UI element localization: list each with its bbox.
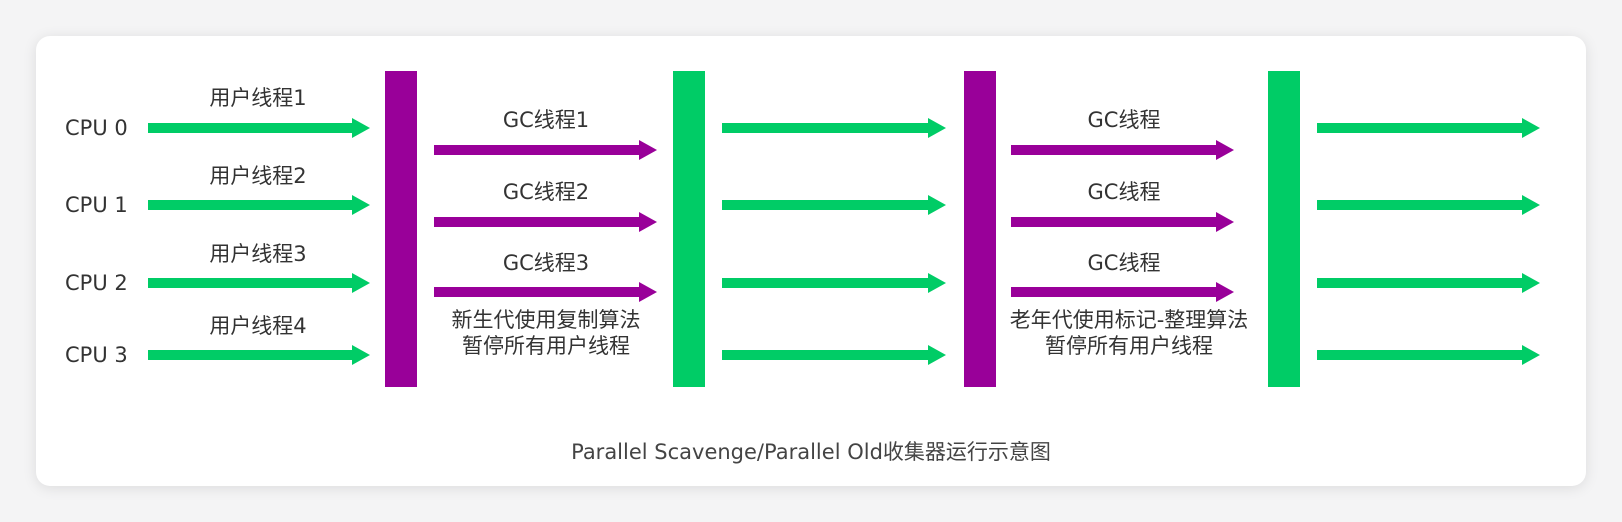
young-gc-pause-bar [385,71,417,387]
user-thread-arrow-head [928,345,946,365]
young-gc-thread-label: GC线程1 [502,108,590,132]
user-thread-arrow-head [1522,273,1540,293]
user-thread-arrow-head [352,345,370,365]
old-gc-thread-arrow-head [1216,140,1234,160]
user-thread-arrow-head [928,118,946,138]
old-gc-thread-arrow-head [1216,282,1234,302]
resume-bar-2 [1268,71,1300,387]
old-gc-pause-bar [964,71,996,387]
user-thread-arrow-head [1522,195,1540,215]
old-gc-note: 老年代使用标记-整理算法 暂停所有用户线程 [1009,308,1249,358]
old-gc-thread-label: GC线程 [1087,180,1161,204]
old-gc-thread-label: GC线程 [1087,108,1161,132]
user-thread-label: 用户线程4 [209,314,307,338]
user-thread-arrow-head [352,118,370,138]
diagram-caption: Parallel Scavenge/Parallel Old收集器运行示意图 [571,440,1051,464]
cpu-label: CPU 3 [65,343,128,367]
young-gc-note: 新生代使用复制算法 暂停所有用户线程 [451,308,641,358]
user-thread-arrow-head [352,273,370,293]
cpu-label: CPU 0 [65,116,128,140]
resume-bar-1 [673,71,705,387]
user-thread-label: 用户线程1 [209,86,307,110]
young-gc-thread-arrow-head [639,140,657,160]
user-thread-arrow-head [352,195,370,215]
young-gc-thread-arrow-head [639,282,657,302]
young-gc-thread-arrow-head [639,212,657,232]
user-thread-arrow-head [928,195,946,215]
user-thread-arrow-head [1522,118,1540,138]
user-thread-label: 用户线程3 [209,242,307,266]
user-thread-arrow-head [1522,345,1540,365]
old-gc-thread-label: GC线程 [1087,251,1161,275]
cpu-label: CPU 2 [65,271,128,295]
cpu-label: CPU 1 [65,193,128,217]
young-gc-thread-label: GC线程3 [502,251,590,275]
user-thread-arrow-head [928,273,946,293]
young-gc-thread-label: GC线程2 [502,180,590,204]
user-thread-label: 用户线程2 [209,164,307,188]
old-gc-thread-arrow-head [1216,212,1234,232]
diagram-card [36,36,1586,486]
